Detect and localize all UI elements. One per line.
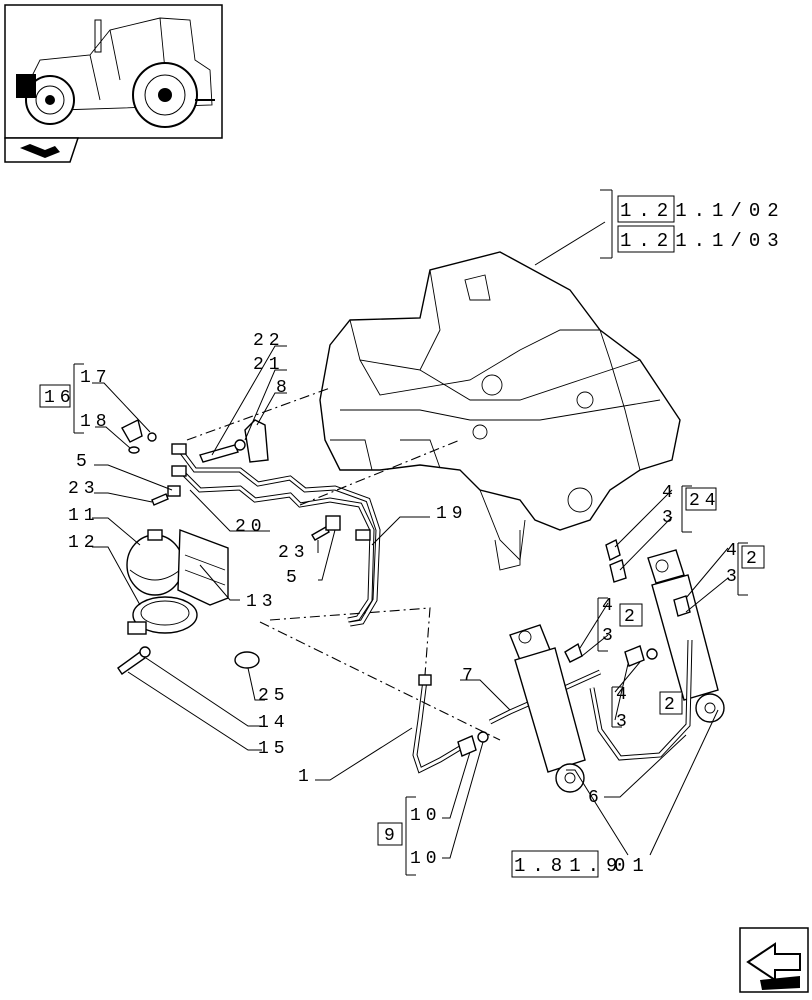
part-labels: 17 16 18 22 21 8 5 23 11 12 20 19 23 5 1… xyxy=(39,331,765,869)
ref-1-81-9-suffix[interactable]: 01 xyxy=(614,855,651,877)
reference-block-top[interactable]: 1.21.1/02 1.21.1/03 xyxy=(534,189,786,266)
label-12[interactable]: 12 xyxy=(68,533,100,553)
ref-1-81-9[interactable]: 1.81.9 xyxy=(514,855,624,877)
pipe-assembly xyxy=(171,443,381,627)
screw-23a xyxy=(151,493,169,506)
label-18[interactable]: 18 xyxy=(80,412,112,432)
next-page-button[interactable] xyxy=(739,927,809,993)
label-box-2a[interactable]: 2 xyxy=(746,549,762,569)
label-3a[interactable]: 3 xyxy=(662,508,678,528)
label-5a[interactable]: 5 xyxy=(76,452,92,472)
tractor-thumbnail[interactable] xyxy=(4,4,223,139)
label-5b[interactable]: 5 xyxy=(286,568,302,588)
label-10a[interactable]: 10 xyxy=(410,806,442,826)
label-15[interactable]: 15 xyxy=(258,739,290,759)
leader-lines xyxy=(73,345,748,876)
washer-14 xyxy=(139,646,151,658)
clamp-bracket xyxy=(244,419,269,463)
highlight-marker xyxy=(16,74,36,98)
label-6[interactable]: 6 xyxy=(588,788,604,808)
label-10b[interactable]: 10 xyxy=(410,849,442,869)
cylinder-left xyxy=(509,624,586,793)
screw-23b xyxy=(311,526,330,541)
arrow-left-icon xyxy=(746,942,801,982)
assembly-lines xyxy=(186,387,501,741)
cylinder-right xyxy=(647,549,725,723)
label-23b[interactable]: 23 xyxy=(278,543,310,563)
label-4a[interactable]: 4 xyxy=(662,483,678,503)
clip-25 xyxy=(234,651,260,669)
block-5b xyxy=(325,515,341,531)
label-16[interactable]: 16 xyxy=(44,388,76,408)
label-25[interactable]: 25 xyxy=(258,686,290,706)
nav-tab[interactable] xyxy=(4,137,80,163)
label-3b[interactable]: 3 xyxy=(726,567,742,587)
label-box-2b[interactable]: 2 xyxy=(624,607,640,627)
front-support-frame xyxy=(319,251,681,571)
seal-17 xyxy=(147,432,157,442)
part-shape-icon xyxy=(20,144,60,158)
label-4b[interactable]: 4 xyxy=(726,541,742,561)
label-8[interactable]: 8 xyxy=(276,378,292,398)
label-13[interactable]: 13 xyxy=(246,592,278,612)
label-24[interactable]: 24 xyxy=(689,491,721,511)
accumulator xyxy=(126,529,184,596)
reference-block-bottom[interactable]: 1.81.9 01 xyxy=(511,850,651,878)
label-14[interactable]: 14 xyxy=(258,713,290,733)
label-box-2c[interactable]: 2 xyxy=(664,695,680,715)
label-17[interactable]: 17 xyxy=(80,368,112,388)
label-11[interactable]: 11 xyxy=(68,506,100,526)
label-19[interactable]: 19 xyxy=(436,504,468,524)
label-1[interactable]: 1 xyxy=(298,767,314,787)
mounting-plate xyxy=(177,529,229,606)
label-21[interactable]: 21 xyxy=(253,355,285,375)
label-3c[interactable]: 3 xyxy=(602,626,618,646)
label-20[interactable]: 20 xyxy=(235,517,267,537)
block-5a xyxy=(167,485,181,497)
bolt-22 xyxy=(199,444,239,463)
washer-21 xyxy=(234,439,246,451)
label-4d[interactable]: 4 xyxy=(616,685,632,705)
ref-1-21-1-02[interactable]: 1.21.1/02 xyxy=(620,200,786,222)
seal-9 xyxy=(477,731,489,743)
label-4c[interactable]: 4 xyxy=(602,596,618,616)
fitting-16 xyxy=(121,418,143,443)
label-23a[interactable]: 23 xyxy=(68,479,100,499)
label-7[interactable]: 7 xyxy=(462,666,478,686)
bolt-15 xyxy=(117,651,147,675)
hose-1 xyxy=(412,679,462,774)
label-22[interactable]: 22 xyxy=(253,331,285,351)
ref-1-21-1-03[interactable]: 1.21.1/03 xyxy=(620,230,786,252)
band-clamp xyxy=(127,596,198,635)
label-3d[interactable]: 3 xyxy=(616,712,632,732)
fitting-10 xyxy=(457,735,477,757)
seal-18 xyxy=(128,446,140,454)
label-9[interactable]: 9 xyxy=(384,826,400,846)
